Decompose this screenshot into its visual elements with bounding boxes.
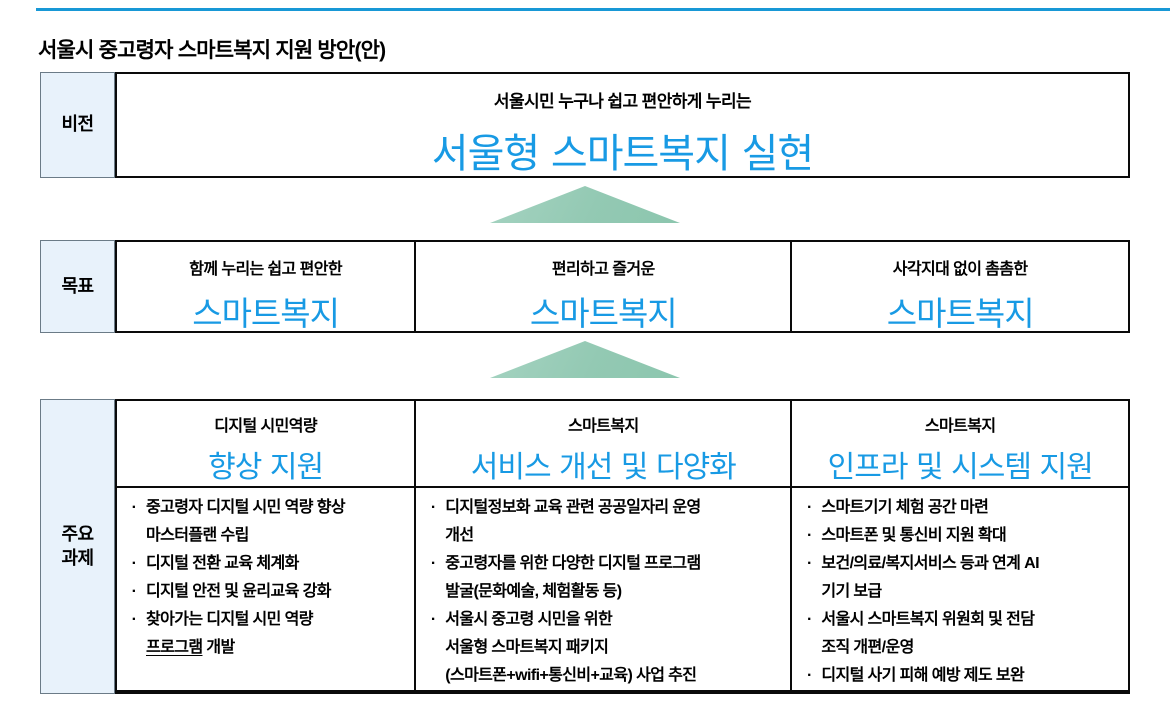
page-title: 서울시 중고령자 스마트복지 지원 방안(안) [38, 39, 386, 63]
goal-subtitle: 사각지대 없이 촘촘한 [892, 261, 1028, 278]
task-bullet-text: 디지털 안전 및 윤리교육 강화 [146, 583, 331, 600]
bullet-dot-icon: · [131, 583, 137, 600]
task-headline: 향상 지원 [208, 450, 324, 485]
bullet-dot-icon: · [131, 611, 137, 628]
goal-column-2: 편리하고 즐거운 스마트복지 [414, 242, 793, 333]
task-bullet-item: · 디지털 안전 및 윤리교육 강화 [125, 578, 404, 606]
task-column-3: 스마트복지 인프라 및 시스템 지원 · 스마트기기 체험 공간 마련 · 스마트폰 … [792, 401, 1128, 690]
task-bullet-item: · 스마트폰 및 통신비 지원 확대 [800, 522, 1118, 550]
bullet-dot-icon: · [430, 499, 436, 516]
bullet-dot-icon: · [806, 611, 812, 628]
top-accent-rule [36, 8, 1170, 11]
goal-subtitle: 편리하고 즐거운 [551, 261, 655, 278]
task-column-header: 스마트복지 인프라 및 시스템 지원 [792, 401, 1128, 488]
goals-row: 목표 함께 누리는 쉽고 편안한 스마트복지 편리하고 즐거운 스마트복지 사각… [40, 240, 1130, 333]
bullet-dot-icon: · [806, 499, 812, 516]
arrow-gap [40, 341, 1130, 399]
task-subtitle: 스마트복지 [924, 418, 996, 435]
task-bullet-text: 디지털 전환 교육 체계화 [146, 555, 299, 572]
goals-row-label: 목표 [40, 240, 115, 333]
task-bullet-list: · 스마트기기 체험 공간 마련 · 스마트폰 및 통신비 지원 확대 · 보건/의료/복… [792, 488, 1128, 690]
plan-diagram: 비전 서울시민 누구나 쉽고 편안하게 누리는 서울형 스마트복지 실현 목표 … [40, 72, 1130, 694]
bullet-dot-icon: · [806, 527, 812, 544]
task-subtitle: 디지털 시민역량 [214, 418, 317, 435]
task-column-header: 스마트복지 서비스 개선 및 다양화 [416, 401, 791, 488]
bullet-dot-icon: · [131, 555, 137, 572]
bullet-dot-icon: · [806, 555, 812, 572]
up-arrow-icon [490, 341, 680, 378]
tasks-row-label: 주요 과제 [40, 399, 115, 694]
goal-subtitle: 함께 누리는 쉽고 편안한 [189, 261, 342, 278]
task-headline: 인프라 및 시스템 지원 [827, 450, 1094, 485]
task-bullet-item: · 디지털 사기 피해 예방 제도 보완 [800, 662, 1118, 690]
bullet-dot-icon: · [131, 499, 137, 516]
task-headline: 서비스 개선 및 다양화 [470, 450, 737, 485]
vision-row-label: 비전 [40, 72, 115, 178]
goals-cells: 함께 누리는 쉽고 편안한 스마트복지 편리하고 즐거운 스마트복지 사각지대 … [115, 240, 1130, 333]
goal-column-1: 함께 누리는 쉽고 편안한 스마트복지 [117, 242, 414, 333]
goal-headline: 스마트복지 [886, 294, 1035, 333]
bullet-dot-icon: · [430, 555, 436, 572]
task-bullet-text: 디지털 사기 피해 예방 제도 보완 [821, 667, 1025, 684]
task-bullet-item: · 디지털 전환 교육 체계화 [125, 550, 404, 578]
task-bullet-text: 스마트기기 체험 공간 마련 [821, 499, 989, 516]
vision-headline: 서울형 스마트복지 실현 [431, 131, 814, 177]
goal-headline: 스마트복지 [529, 294, 678, 333]
vision-row: 비전 서울시민 누구나 쉽고 편안하게 누리는 서울형 스마트복지 실현 [40, 72, 1130, 178]
task-subtitle: 스마트복지 [567, 418, 639, 435]
task-column-2: 스마트복지 서비스 개선 및 다양화 · 디지털정보화 교육 관련 공공일자리 운… [414, 401, 793, 690]
vision-subtitle: 서울시민 누구나 쉽고 편안하게 누리는 [493, 92, 752, 111]
up-arrow-icon [490, 186, 680, 223]
task-bullet-item: · 스마트기기 체험 공간 마련 [800, 494, 1118, 522]
task-column-header: 디지털 시민역량 향상 지원 [117, 401, 415, 488]
goal-headline: 스마트복지 [192, 294, 340, 333]
task-bullet-text: 스마트폰 및 통신비 지원 확대 [821, 527, 1007, 544]
vision-cell: 서울시민 누구나 쉽고 편안하게 누리는 서울형 스마트복지 실현 [115, 72, 1130, 178]
arrow-gap [40, 186, 1130, 240]
goal-column-3: 사각지대 없이 촘촘한 스마트복지 [792, 242, 1128, 333]
bullet-dot-icon: · [806, 667, 812, 684]
bullet-dot-icon: · [430, 611, 436, 628]
